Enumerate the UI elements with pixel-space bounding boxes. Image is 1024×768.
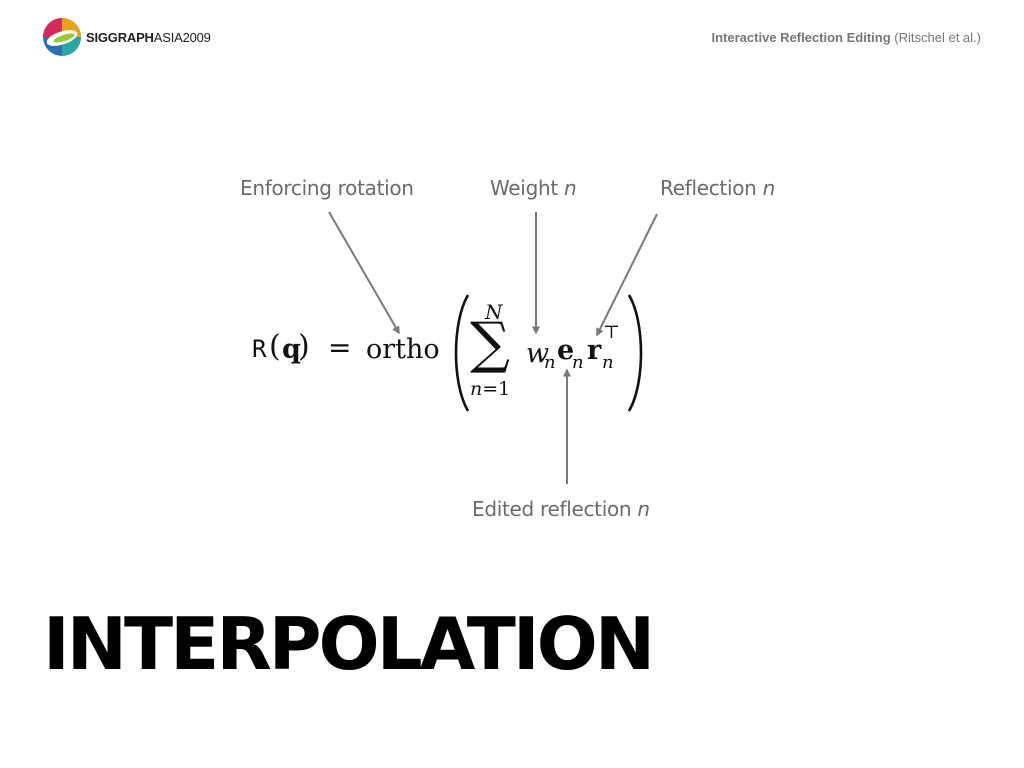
logo-suffix: ASIA2009 [153, 29, 211, 45]
annotation-edited-reflection-text: Edited reflection [472, 497, 632, 521]
annotation-weight-text: Weight [490, 176, 558, 200]
formula-ortho: ortho [366, 334, 440, 365]
annotation-enforcing-rotation: Enforcing rotation [240, 176, 414, 200]
formula-big-open-paren [454, 294, 470, 412]
formula-equals: = [328, 331, 352, 364]
talk-title-authors: (Ritschel et al.) [894, 30, 981, 45]
annotation-edited-reflection: Edited reflection n [472, 497, 650, 521]
siggraph-asia-logo: SIGGRAPHASIA2009 [42, 16, 211, 58]
formula-weight: w [526, 338, 550, 369]
formula-big-close-paren [627, 294, 643, 412]
annotation-enforcing-rotation-text: Enforcing rotation [240, 176, 414, 200]
formula-open-paren: ( [269, 329, 281, 364]
annotation-weight-var: n [563, 176, 577, 200]
formula-sum-lower-rest: =1 [482, 378, 511, 400]
formula-argument: q [282, 334, 301, 365]
formula-close-paren: ) [298, 329, 310, 364]
formula-weight-sub: n [544, 352, 556, 373]
annotation-reflection: Reflection n [660, 176, 775, 200]
talk-title: Interactive Reflection Editing (Ritschel… [712, 30, 981, 45]
formula-sum-lower-var: n [470, 378, 483, 400]
formula-sum-upper: N [485, 300, 503, 324]
siggraph-swirl-icon [43, 18, 81, 56]
interpolation-formula: R ( q ) = ortho N ∑ n=1 w n e n r ⊤ n [252, 292, 652, 416]
formula-sum-lower: n=1 [470, 380, 510, 399]
talk-title-name: Interactive Reflection Editing [711, 30, 891, 45]
formula-edited-sub: n [572, 352, 584, 373]
formula-edited: e [557, 335, 575, 366]
annotation-edited-reflection-var: n [637, 497, 650, 521]
formula-sum-symbol: ∑ [470, 311, 510, 376]
formula-transpose: ⊤ [603, 322, 620, 343]
slide-title: INTERPOLATION [43, 602, 655, 686]
logo-wordmark: SIGGRAPHASIA2009 [86, 31, 211, 44]
formula-reflection-sub: n [602, 352, 614, 373]
annotation-reflection-var: n [762, 176, 776, 200]
logo-brand: SIGGRAPH [86, 29, 154, 45]
formula-reflection: r [587, 335, 602, 366]
formula-function: R [252, 335, 267, 363]
annotation-weight: Weight n [490, 176, 577, 200]
annotation-reflection-text: Reflection [660, 176, 757, 200]
